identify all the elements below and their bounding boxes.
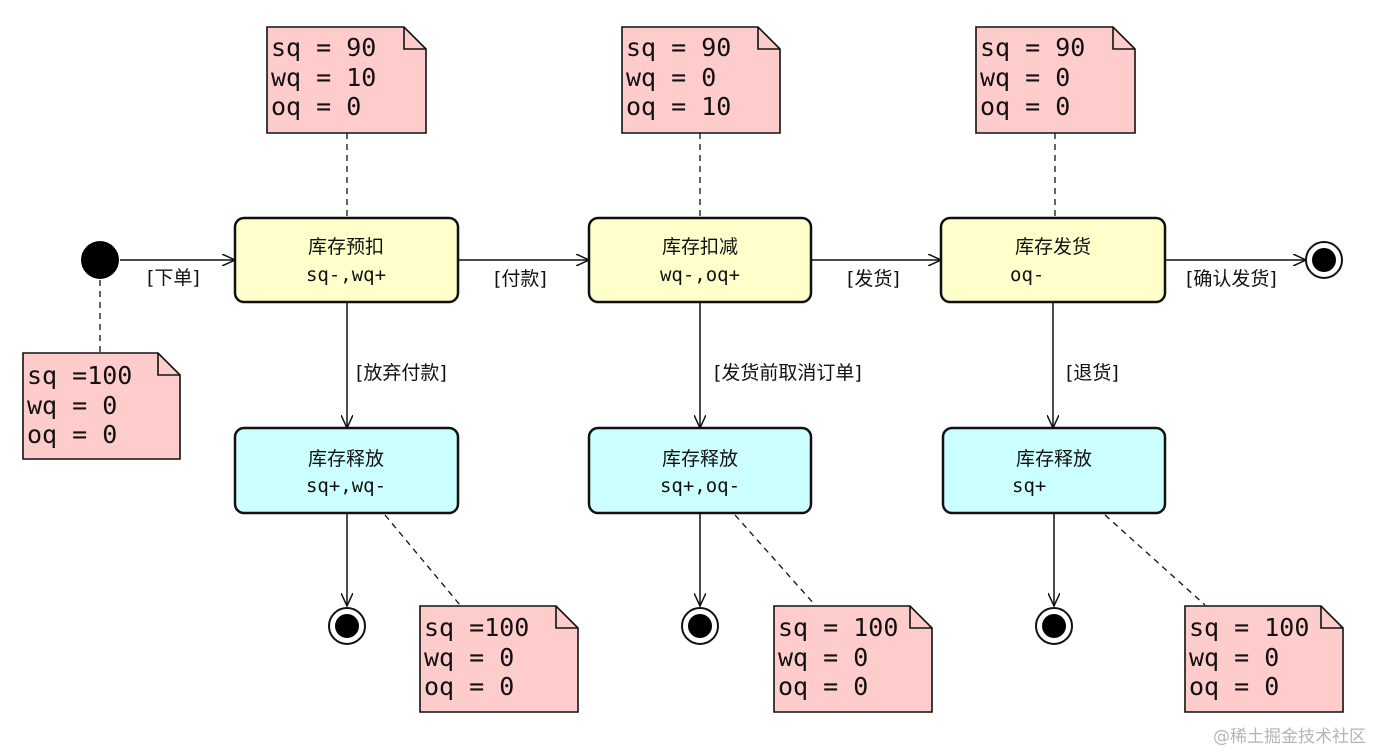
final-node (1305, 241, 1343, 279)
state-title: 库存释放 (308, 448, 384, 470)
state-action: sq+,oq- (660, 475, 740, 497)
state-reserve: 库存预扣 sq-,wq+ (233, 216, 460, 304)
note-line: wq = 0 (980, 63, 1070, 92)
transition-label-cancel: [发货前取消订单] (714, 362, 862, 384)
transition-label-ship: [发货] (847, 268, 900, 290)
transition-label-return: [退货] (1066, 362, 1119, 384)
transition-label-pay: [付款] (494, 268, 547, 290)
state-release-3: 库存释放 sq+ (941, 426, 1167, 515)
note-reserve: sq = 90 wq = 10 oq = 0 (266, 26, 427, 134)
note-line: oq = 10 (626, 92, 731, 121)
state-title: 库存扣减 (662, 236, 738, 258)
note-line: sq = 100 (1189, 613, 1309, 642)
state-deduct: 库存扣减 wq-,oq+ (587, 216, 813, 304)
note-connector (734, 514, 816, 606)
watermark-text: @稀土掘金技术社区 (1213, 727, 1366, 747)
note-line: wq = 0 (626, 63, 716, 92)
state-action: sq+ (1012, 475, 1046, 497)
note-line: wq = 0 (27, 391, 117, 420)
note-line: wq = 0 (424, 643, 514, 672)
note-ship: sq = 90 wq = 0 oq = 0 (975, 26, 1136, 134)
note-release-3: sq = 100 wq = 0 oq = 0 (1184, 605, 1344, 713)
final-node (1035, 607, 1073, 645)
note-release-1: sq =100 wq = 0 oq = 0 (419, 605, 579, 713)
final-node (328, 607, 366, 645)
state-action: wq-,oq+ (660, 264, 740, 286)
note-connector (384, 514, 461, 606)
state-title: 库存预扣 (308, 236, 384, 258)
state-action: sq-,wq+ (306, 264, 386, 286)
note-deduct: sq = 90 wq = 0 oq = 10 (621, 26, 781, 134)
note-line: sq = 90 (626, 33, 731, 62)
note-line: sq = 90 (980, 33, 1085, 62)
final-node (681, 607, 719, 645)
state-release-2: 库存释放 sq+,oq- (587, 426, 813, 515)
note-connector (1104, 514, 1206, 606)
note-release-2: sq = 100 wq = 0 oq = 0 (773, 605, 933, 713)
state-title: 库存释放 (662, 448, 738, 470)
note-line: wq = 0 (778, 643, 868, 672)
state-action: oq- (1010, 264, 1044, 286)
state-ship: 库存发货 oq- (939, 216, 1167, 304)
note-line: sq =100 (27, 361, 132, 390)
note-line: oq = 0 (1189, 672, 1279, 701)
state-release-1: 库存释放 sq+,wq- (233, 426, 460, 515)
note-line: oq = 0 (424, 672, 514, 701)
note-line: sq =100 (424, 613, 529, 642)
note-line: sq = 100 (778, 613, 898, 642)
initial-node (81, 241, 119, 279)
transition-label-abandon-pay: [放弃付款] (356, 362, 447, 384)
note-line: wq = 0 (1189, 643, 1279, 672)
transition-label-confirm: [确认发货] (1186, 268, 1277, 290)
note-line: oq = 0 (980, 92, 1070, 121)
state-action: sq+,wq- (306, 475, 386, 497)
state-title: 库存释放 (1016, 448, 1092, 470)
note-line: oq = 0 (27, 420, 117, 449)
note-initial: sq =100 wq = 0 oq = 0 (22, 352, 181, 460)
note-line: sq = 90 (271, 33, 376, 62)
note-line: oq = 0 (778, 672, 868, 701)
transition-label-place-order: [下单] (147, 267, 200, 289)
note-line: oq = 0 (271, 92, 361, 121)
note-line: wq = 10 (271, 63, 376, 92)
state-title: 库存发货 (1015, 236, 1091, 258)
